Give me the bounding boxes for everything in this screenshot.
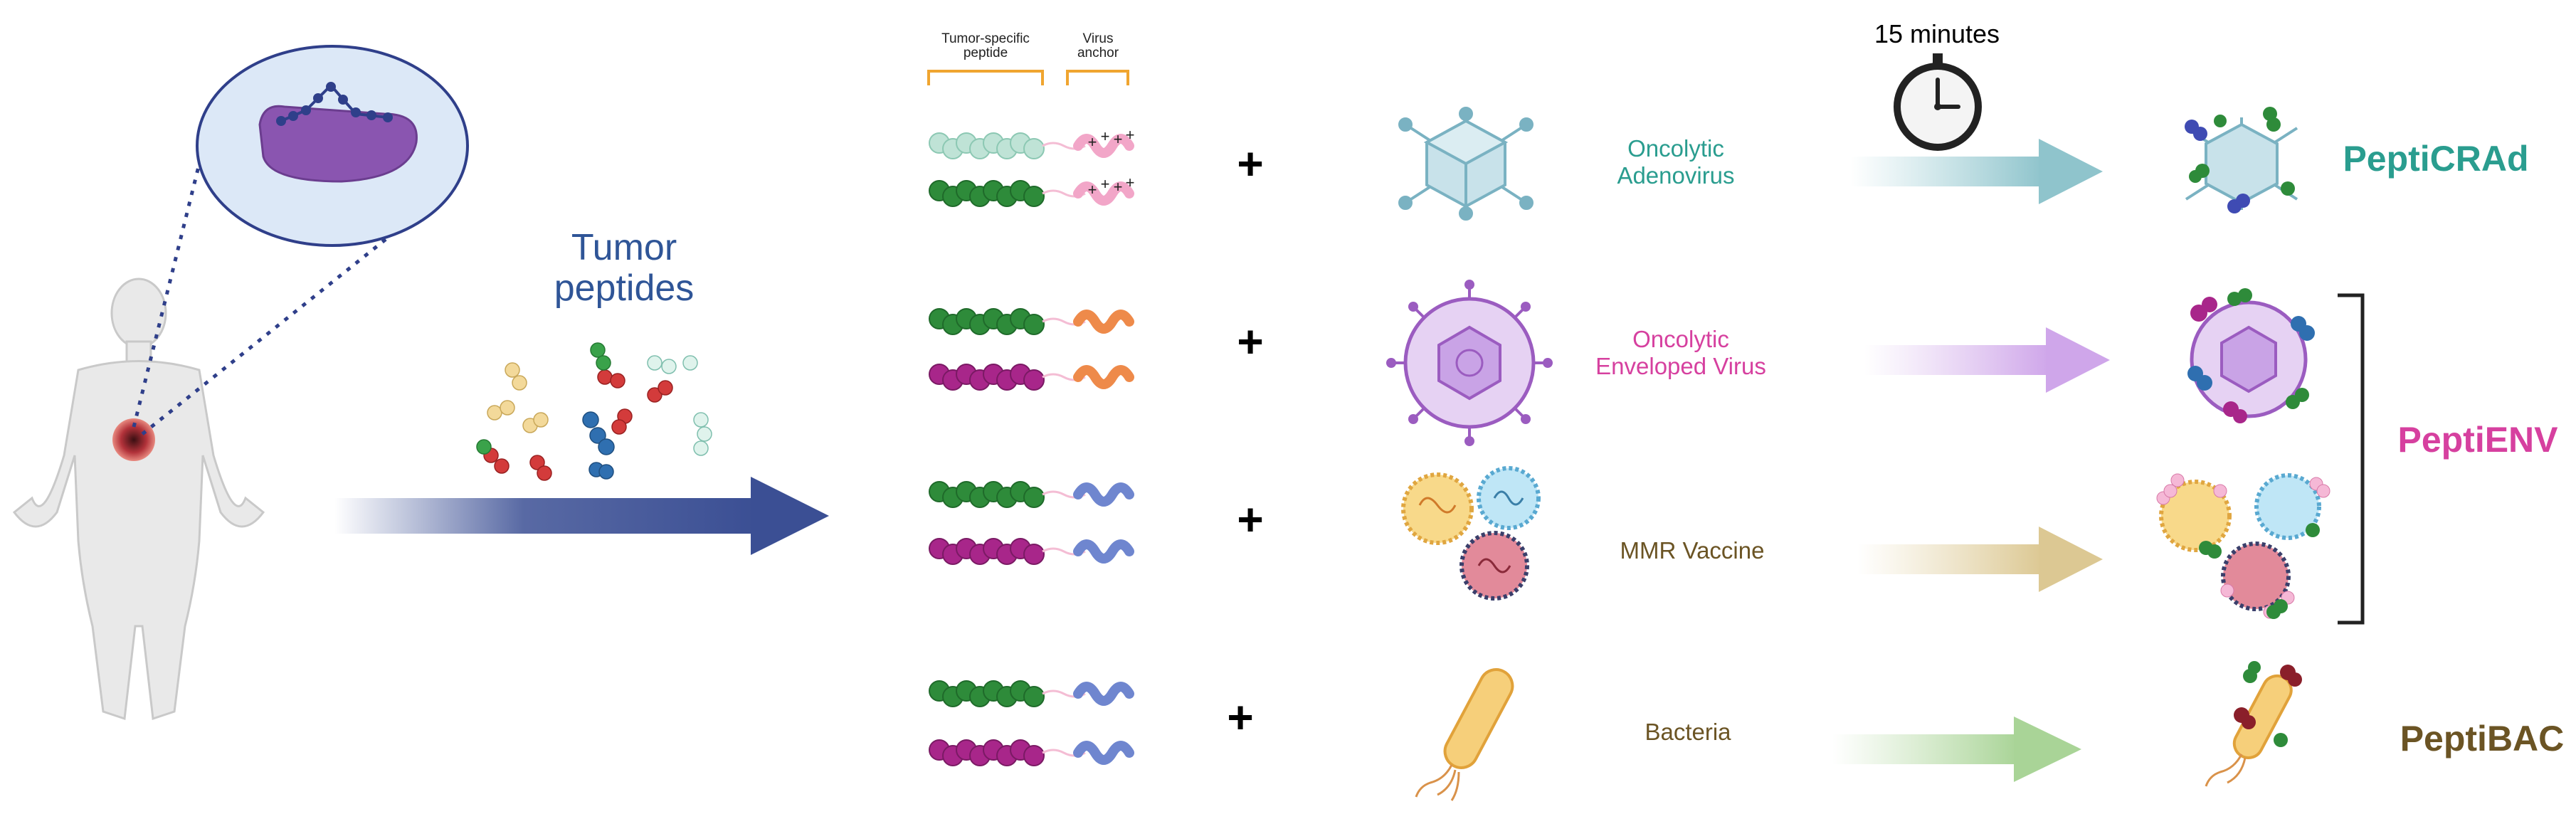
virus-anchor bbox=[1073, 539, 1134, 564]
tumor-icon bbox=[112, 418, 155, 461]
anchor-charge-sign: + bbox=[1126, 174, 1135, 191]
header-braces: Tumor-specific peptide Virus anchor bbox=[927, 31, 1129, 85]
human-body-icon bbox=[12, 278, 265, 721]
adenovirus-icon bbox=[1398, 107, 1534, 221]
peptide-bead bbox=[1023, 138, 1045, 159]
plus-sign-row1: + bbox=[1237, 138, 1263, 189]
product-label-peptienv: PeptiENV bbox=[2397, 420, 2558, 460]
peptide-strand: ++++ bbox=[929, 174, 1135, 207]
virus-anchor bbox=[1073, 181, 1134, 206]
plus-sign-row2: + bbox=[1237, 316, 1263, 367]
peptide-strand bbox=[929, 739, 1134, 766]
clock-icon bbox=[1894, 53, 1982, 151]
plus-sign-row4: + bbox=[1227, 692, 1253, 743]
stomach-icon bbox=[258, 82, 418, 183]
peptide-rows: ++++++++ bbox=[929, 126, 1134, 766]
anchor-charge-sign: + bbox=[1114, 130, 1123, 148]
header-virus-anchor-line1: Virus bbox=[1083, 31, 1114, 46]
tumor-peptides-title-line2: peptides bbox=[554, 268, 695, 309]
product-label-pepticrad: PeptiCRAd bbox=[2343, 139, 2528, 179]
timer-label: 15 minutes bbox=[1874, 19, 2000, 48]
anchor-charge-sign: + bbox=[1101, 127, 1110, 145]
header-tumor-specific-line2: peptide bbox=[964, 46, 1008, 60]
product-label-peptibac: PeptiBAC bbox=[2400, 719, 2565, 758]
peptide-bead bbox=[1023, 686, 1045, 707]
peptide-strand: ++++ bbox=[929, 126, 1134, 159]
virus-anchor bbox=[1073, 134, 1134, 158]
tumor-peptides-title-line1: Tumor bbox=[571, 227, 677, 268]
bacteria-icon bbox=[1415, 668, 1514, 801]
peptide-strand bbox=[929, 538, 1134, 565]
virus-anchor bbox=[1073, 482, 1134, 507]
peptide-bead bbox=[1023, 745, 1045, 766]
mmr-vaccine-icon bbox=[1401, 466, 1541, 601]
zoom-line-top bbox=[132, 134, 208, 428]
virus-anchor bbox=[1073, 682, 1134, 706]
peptide-bead bbox=[1023, 186, 1045, 207]
peptide-bead bbox=[1023, 369, 1045, 391]
peptide-strand bbox=[929, 364, 1134, 391]
vector-label-row2-line1: Oncolytic bbox=[1632, 326, 1729, 352]
vector-label-row1-line2: Adenovirus bbox=[1617, 162, 1734, 189]
virus-anchor bbox=[1073, 365, 1134, 389]
peptide-strand bbox=[929, 308, 1134, 335]
peptide-strand bbox=[929, 680, 1134, 707]
header-virus-anchor-line2: anchor bbox=[1077, 46, 1119, 60]
arrow-row4 bbox=[1832, 717, 2081, 782]
arrow-row1 bbox=[1850, 139, 2103, 204]
virus-anchor bbox=[1073, 310, 1134, 334]
peptide-strand bbox=[929, 481, 1134, 508]
zoom-line-bottom bbox=[141, 205, 428, 435]
peptide-bead bbox=[1023, 487, 1045, 508]
peptienv-mmr-particle-icon bbox=[2156, 473, 2330, 619]
virus-anchor bbox=[1073, 741, 1134, 765]
arrow-row3 bbox=[1857, 527, 2103, 592]
anchor-charge-sign: + bbox=[1088, 181, 1097, 199]
anchor-charge-sign: + bbox=[1126, 126, 1135, 144]
vector-label-row2-line2: Enveloped Virus bbox=[1595, 353, 1766, 379]
enveloped-virus-icon bbox=[1386, 280, 1553, 446]
peptibac-particle-icon bbox=[2205, 661, 2302, 787]
anchor-charge-sign: + bbox=[1114, 178, 1123, 196]
main-arrow bbox=[334, 477, 829, 555]
vector-label-row4: Bacteria bbox=[1645, 719, 1731, 745]
peptide-bead bbox=[1023, 544, 1045, 565]
peptide-bead bbox=[1023, 314, 1045, 335]
peptienv-bracket bbox=[2338, 293, 2365, 625]
peptienv-virus-particle-icon bbox=[2187, 288, 2315, 423]
pepticrad-particle-icon bbox=[2185, 107, 2298, 213]
peptide-cloud bbox=[476, 342, 712, 481]
plus-sign-row3: + bbox=[1237, 494, 1263, 545]
anchor-charge-sign: + bbox=[1088, 133, 1097, 151]
vector-label-row3: MMR Vaccine bbox=[1620, 537, 1765, 564]
anchor-charge-sign: + bbox=[1101, 175, 1110, 193]
arrow-row2 bbox=[1864, 327, 2110, 393]
header-tumor-specific-line1: Tumor-specific bbox=[941, 31, 1030, 46]
vector-label-row1-line1: Oncolytic bbox=[1627, 135, 1724, 162]
vector-labels: Oncolytic Adenovirus Oncolytic Enveloped… bbox=[1595, 135, 1766, 745]
